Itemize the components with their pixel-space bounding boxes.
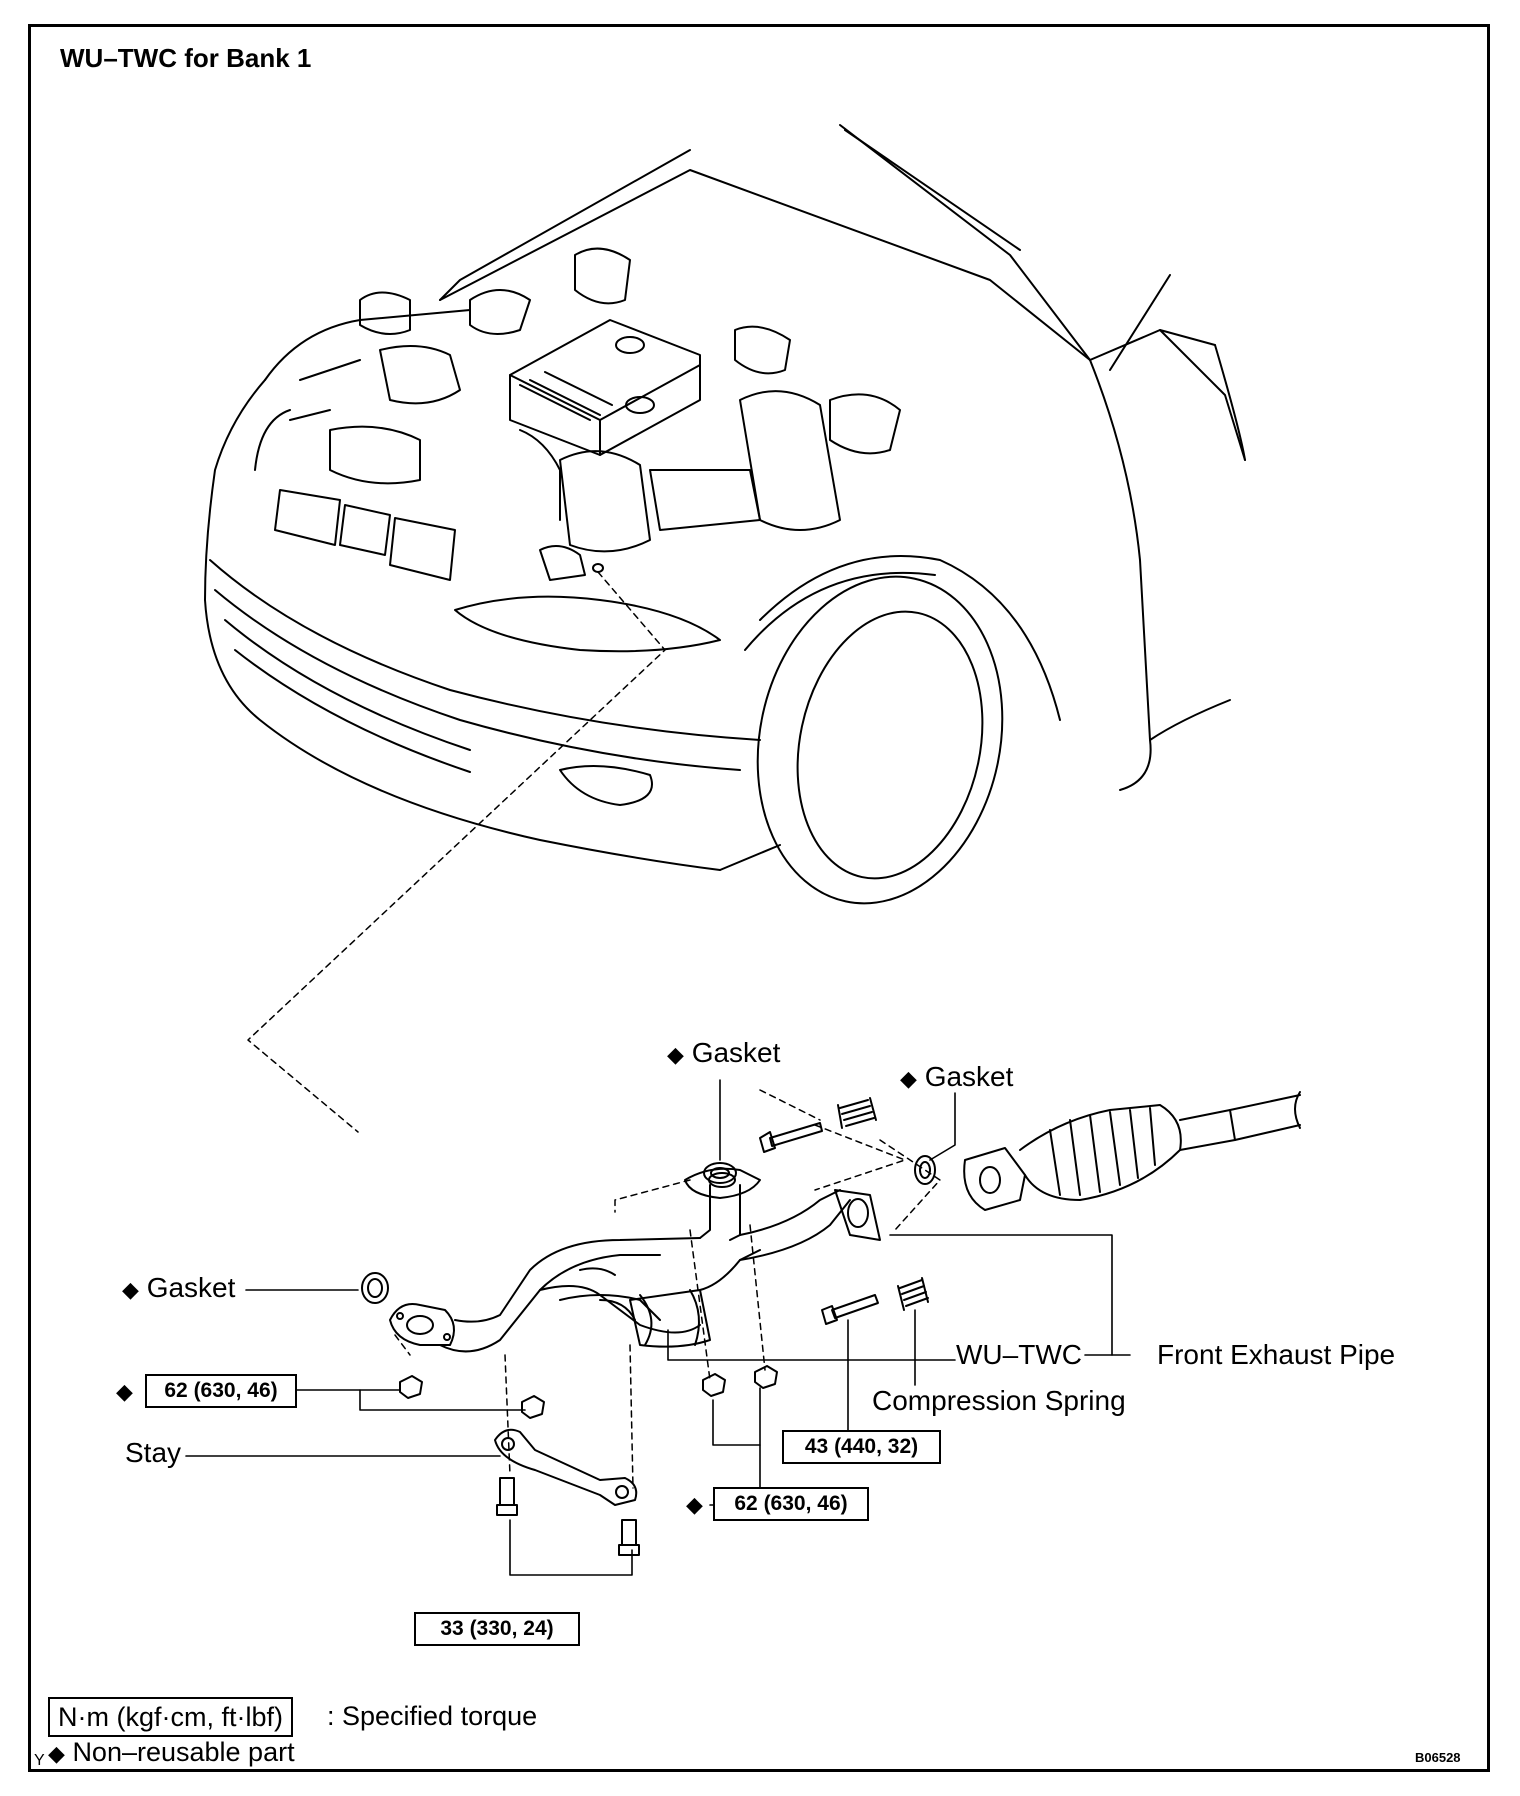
legend-marker: Y [34, 1752, 45, 1769]
dashed-leader-lines [247, 571, 941, 1489]
torque-stay-bolts: 33 (330, 24) [414, 1612, 580, 1646]
diamond-icon: ◆ [122, 1277, 139, 1302]
nut-left-2 [521, 1395, 545, 1419]
bolt-spring-lower [821, 1277, 929, 1325]
nut-left-1 [399, 1375, 423, 1399]
label-leader-lines [185, 1079, 1131, 1576]
diamond-icon: ◆ [667, 1042, 684, 1067]
vehicle-front-illustration [204, 124, 1246, 905]
stay-bolt-2 [618, 1519, 640, 1556]
nut-center-2 [754, 1365, 778, 1389]
gasket-top-text: Gasket [691, 1037, 781, 1068]
label-stay: Stay [125, 1437, 182, 1468]
legend-torque-desc: : Specified torque [327, 1701, 538, 1731]
torque-bolt-spring: 43 (440, 32) [782, 1430, 941, 1464]
wu-twc-assembly [361, 1091, 1301, 1556]
legend-torque-unit: N·m (kgf·cm, ft·lbf) [48, 1697, 293, 1737]
diamond-icon: ◆ [900, 1066, 917, 1091]
torque-left-nuts: 62 (630, 46) [145, 1374, 297, 1408]
gasket-top-shape [703, 1162, 737, 1184]
gasket-left-shape [361, 1272, 389, 1304]
label-gasket-top: ◆ Gasket [667, 1037, 780, 1071]
diamond-icon: ◆ [686, 1492, 703, 1517]
figure-code: B06528 [1415, 1750, 1461, 1765]
legend-non-reusable-text: Non–reusable part [72, 1737, 295, 1767]
front-exhaust-pipe-shape [963, 1091, 1301, 1211]
nut-center-1 [702, 1373, 726, 1397]
diamond-icon: ◆ [116, 1379, 133, 1404]
gasket-left-text: Gasket [146, 1272, 236, 1303]
diagram-title: WU–TWC for Bank 1 [60, 43, 312, 73]
label-front-exhaust-pipe: Front Exhaust Pipe [1157, 1339, 1396, 1370]
label-wu-twc: WU–TWC [956, 1339, 1082, 1370]
bolt-spring-upper [759, 1097, 877, 1153]
torque-center-nuts: 62 (630, 46) [713, 1487, 869, 1521]
label-gasket-right: ◆ Gasket [900, 1061, 1013, 1095]
gasket-right-shape [914, 1155, 936, 1185]
gasket-right-text: Gasket [924, 1061, 1014, 1092]
label-compression-spring: Compression Spring [872, 1385, 1126, 1416]
diagram-frame [28, 24, 1490, 1772]
legend-non-reusable: ◆ Non–reusable part [48, 1736, 295, 1770]
stay-bracket [494, 1428, 638, 1506]
stay-bolt-1 [496, 1477, 518, 1516]
label-gasket-left: ◆ Gasket [122, 1272, 235, 1306]
engine-illustration [289, 247, 901, 581]
diamond-icon: ◆ [48, 1741, 65, 1766]
